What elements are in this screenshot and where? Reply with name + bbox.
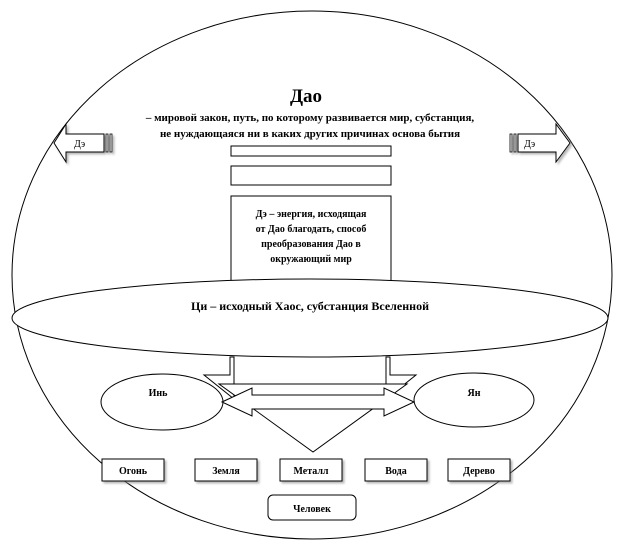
yin-ellipse: [100, 373, 224, 431]
human-box: [267, 494, 357, 521]
de-arrow-left: [53, 122, 113, 164]
dao-definition-line-1: – мировой закон, путь, по которому разви…: [145, 112, 475, 124]
element-box-fire: [101, 458, 165, 482]
de-box: [230, 195, 392, 293]
yang-ellipse: [413, 372, 535, 428]
yin-label: Инь: [149, 388, 169, 399]
yang-label: Ян: [468, 388, 481, 399]
de-box-line-1: Дэ – энергия, исходящая: [256, 209, 367, 220]
dao-definition-line-2: не нуждающаяся ни в каких других причина…: [160, 128, 460, 140]
element-label-earth: Земля: [212, 466, 240, 477]
human-label: Человек: [293, 504, 331, 515]
de-arrow-left-label: Дэ: [74, 139, 85, 150]
de-box-line-2: от Дао благодать, способ: [256, 224, 367, 235]
element-label-fire: Огонь: [119, 466, 148, 477]
de-arrow-right-label: Дэ: [524, 139, 535, 150]
de-box-line-3: преобразования Дао в: [261, 239, 361, 250]
element-box-water: [364, 458, 428, 482]
empty-box-2: [230, 165, 392, 186]
de-arrow-right: [509, 122, 571, 164]
qi-label: Ци – исходный Хаос, субстанция Вселенной: [191, 299, 429, 313]
de-box-line-4: окружающий мир: [270, 254, 352, 265]
yin-yang-double-arrow: [220, 387, 416, 417]
empty-box-1: [230, 145, 392, 157]
element-box-metal: [279, 458, 343, 482]
element-label-water: Вода: [385, 466, 406, 477]
element-box-earth: [194, 458, 258, 482]
qi-ellipse: [11, 278, 609, 358]
element-label-wood: Дерево: [463, 466, 495, 477]
element-box-wood: [447, 458, 511, 482]
element-label-metal: Металл: [293, 466, 328, 477]
dao-title: Дао: [290, 86, 322, 107]
